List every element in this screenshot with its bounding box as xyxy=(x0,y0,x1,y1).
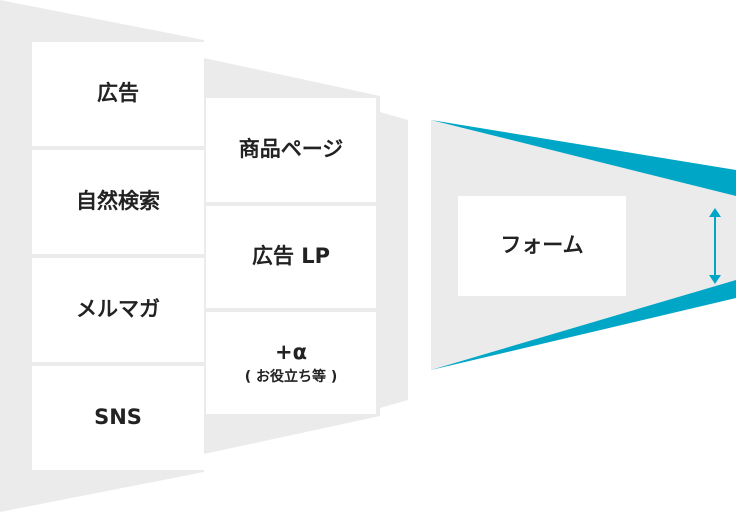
page-plus-alpha: +α ( お役立ち等 ) xyxy=(206,312,376,414)
page-ad-lp-label: 広告 LP xyxy=(251,244,331,269)
page-ad-lp: 広告 LP xyxy=(206,206,376,308)
page-plus-alpha-label: +α xyxy=(274,339,308,364)
form-box: フォーム xyxy=(458,196,626,296)
source-newsletter-label: メルマガ xyxy=(76,297,160,322)
source-organic-search: 自然検索 xyxy=(32,150,204,254)
funnel-accent-bottom xyxy=(431,280,736,370)
funnel-accent-top xyxy=(431,120,736,196)
source-ad-label: 広告 xyxy=(97,81,139,106)
source-ad: 広告 xyxy=(32,42,204,146)
source-sns: SNS xyxy=(32,366,204,470)
page-plus-alpha-sub: ( お役立ち等 ) xyxy=(244,369,338,385)
page-product: 商品ページ xyxy=(206,98,376,202)
funnel-stage-3 xyxy=(380,112,408,408)
source-sns-label: SNS xyxy=(94,405,142,430)
source-newsletter: メルマガ xyxy=(32,258,204,362)
source-organic-search-label: 自然検索 xyxy=(76,189,160,214)
form-label: フォーム xyxy=(500,233,584,258)
up-down-arrow-icon xyxy=(709,208,721,284)
page-product-label: 商品ページ xyxy=(238,137,344,162)
